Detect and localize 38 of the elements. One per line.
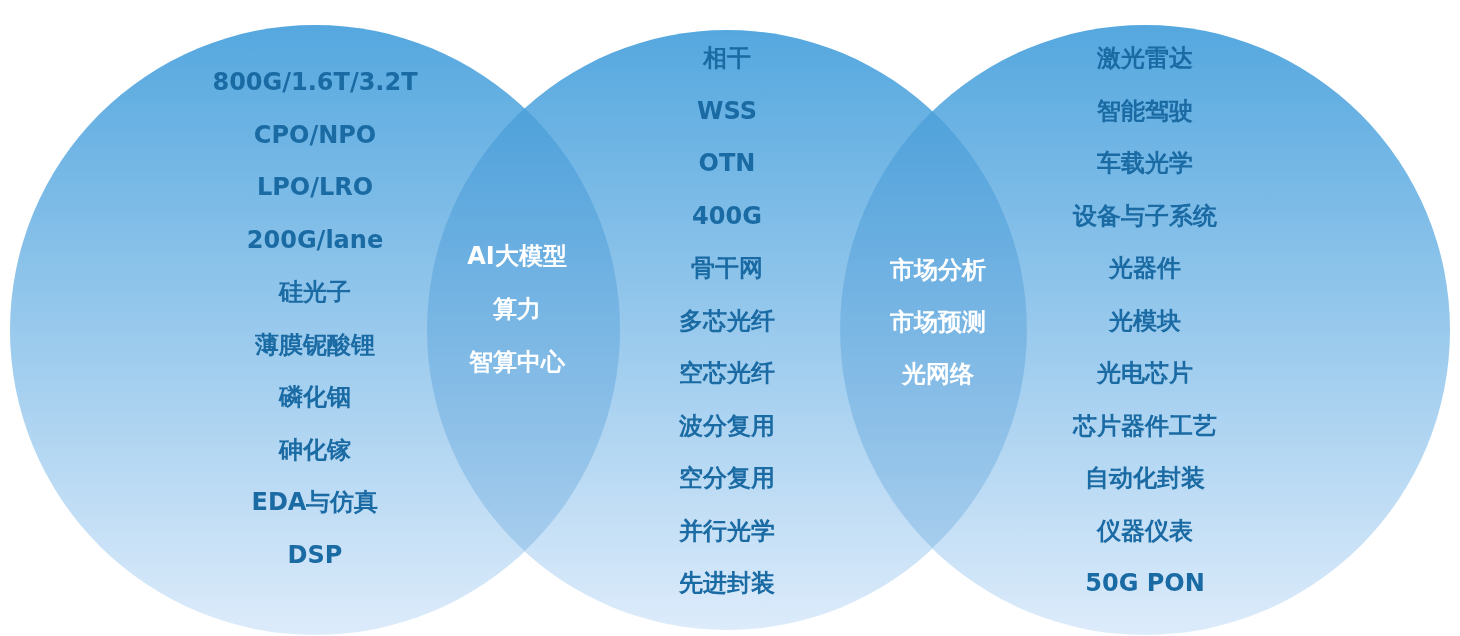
- topic-label: 市场分析: [890, 255, 986, 285]
- topic-label: AI大模型: [467, 241, 567, 271]
- topic-label: 空芯光纤: [679, 358, 775, 388]
- topic-label: 多芯光纤: [679, 305, 775, 336]
- topic-label: 自动化封装: [1085, 463, 1205, 493]
- topic-label: 光电芯片: [1097, 358, 1193, 388]
- topic-label: LPO/LRO: [256, 172, 374, 202]
- topic-label: 硅光子: [279, 277, 351, 307]
- topic-label: 光器件: [1109, 253, 1181, 283]
- topic-label: 50G PON: [1085, 568, 1205, 598]
- topic-label: EDA与仿真: [251, 487, 379, 517]
- topic-label: 智算中心: [469, 347, 565, 377]
- topic-label: 并行光学: [679, 515, 775, 546]
- topic-label: OTN: [698, 148, 756, 178]
- topic-label: 设备与子系统: [1073, 200, 1217, 231]
- topic-label: 400G: [692, 200, 762, 231]
- topic-label: 相干: [703, 43, 751, 73]
- topic-label: 空分复用: [679, 463, 775, 493]
- topic-label: 光网络: [902, 359, 974, 389]
- topic-label: 市场预测: [890, 307, 986, 337]
- topic-label: WSS: [697, 95, 757, 126]
- topic-label: 砷化镓: [279, 434, 351, 465]
- topic-label: 芯片器件工艺: [1073, 410, 1217, 441]
- topic-label: DSP: [287, 539, 343, 570]
- topic-label: 先进封装: [679, 568, 775, 598]
- topic-label: 仪器仪表: [1097, 515, 1193, 546]
- topic-label: 光模块: [1109, 305, 1181, 336]
- topic-label: 智能驾驶: [1097, 95, 1193, 126]
- topic-label: 200G/lane: [246, 224, 384, 255]
- topic-label: 薄膜铌酸锂: [255, 329, 375, 360]
- topic-label: 激光雷达: [1097, 43, 1193, 73]
- topic-label: 车载光学: [1097, 148, 1193, 178]
- topic-label: 磷化铟: [279, 382, 351, 412]
- topic-label: CPO/NPO: [253, 119, 377, 150]
- topic-label: 800G/1.6T/3.2T: [212, 67, 418, 97]
- topic-label: 波分复用: [679, 410, 775, 441]
- topic-label: 骨干网: [691, 253, 763, 283]
- topic-label: 算力: [493, 294, 541, 324]
